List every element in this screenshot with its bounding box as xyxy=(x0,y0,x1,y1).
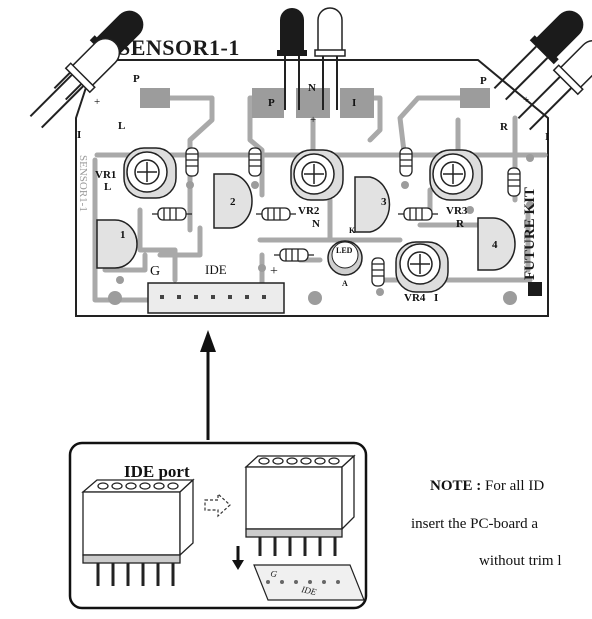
pad-plus-center xyxy=(296,88,330,118)
label-led-k: K xyxy=(349,226,356,235)
resistor-v xyxy=(371,257,385,287)
silk-labels: P L I + P N + I P R I + VR1 L VR2 N VR3 … xyxy=(77,73,549,304)
label-vr4: VR4 xyxy=(404,292,426,304)
label-vr1: VR1 xyxy=(95,169,116,181)
inset-strip-g: G xyxy=(270,568,279,579)
label-vr2-sub: N xyxy=(312,218,320,230)
label-vr1-sub: L xyxy=(104,181,111,193)
sensor-led-center-dark xyxy=(277,8,307,110)
note-line-2: insert the PC-board a xyxy=(411,516,539,532)
brand-logo: FUTURE KIT xyxy=(522,187,542,296)
brand-text: FUTURE KIT xyxy=(522,187,538,280)
resistor-h xyxy=(398,207,438,221)
label-i-center: I xyxy=(352,97,356,109)
inset-pcb-strip: G IDE xyxy=(253,564,365,601)
label-g: G xyxy=(150,264,160,279)
label-plus-left: + xyxy=(94,96,100,108)
note-line-3: without trim l xyxy=(479,553,562,569)
label-p-left: P xyxy=(133,73,140,85)
trimmer-vr2 xyxy=(290,149,344,201)
label-i-right: I xyxy=(545,131,549,143)
resistor-h xyxy=(274,248,314,262)
note-line-1-text: For all ID xyxy=(481,478,545,494)
inset-strip-ide: IDE xyxy=(300,584,318,597)
transistor-3 xyxy=(354,176,391,233)
transistors xyxy=(96,173,516,271)
onboard-led xyxy=(327,240,363,276)
label-i-left: I xyxy=(77,129,81,141)
label-p-center: P xyxy=(268,97,275,109)
board-title: SENSOR1-1 xyxy=(118,35,240,60)
resistor-v xyxy=(399,147,413,177)
label-ide: IDE xyxy=(205,262,227,277)
dotted-arrow-icon xyxy=(204,492,231,518)
label-vr2: VR2 xyxy=(298,205,320,217)
label-n-center: N xyxy=(308,82,316,94)
pad-hole xyxy=(503,291,517,305)
transistor-1 xyxy=(96,219,138,269)
pad-p-center xyxy=(252,88,284,118)
inset-connector-left xyxy=(81,478,195,586)
down-arrow-icon xyxy=(232,546,244,570)
trimmer-vr3 xyxy=(429,149,483,201)
sensor-led-right-dark xyxy=(493,10,584,101)
inset-connector-right xyxy=(244,454,356,556)
sensor-led-right-clear xyxy=(517,39,592,131)
resistor-v xyxy=(185,147,199,177)
label-led-a: A xyxy=(342,279,348,288)
arrow-to-ide xyxy=(200,330,216,440)
trimmer-vr4 xyxy=(395,241,449,293)
resistor-h xyxy=(152,207,192,221)
label-ic4: 4 xyxy=(492,239,498,251)
pcb-pads xyxy=(108,88,534,305)
label-led: LED xyxy=(336,246,353,255)
pad-i-center xyxy=(340,88,374,118)
label-vertical-silk: SENSOR1-1 xyxy=(77,155,89,212)
label-vr3: VR3 xyxy=(446,205,468,217)
pad-p-right xyxy=(460,88,490,108)
transistor-2 xyxy=(213,173,253,229)
label-vr4-sub: I xyxy=(434,292,438,304)
label-ic3: 3 xyxy=(381,196,387,208)
resistors xyxy=(152,147,521,287)
pad-hole xyxy=(116,276,124,284)
label-plus-ide: + xyxy=(270,264,278,279)
label-r-right: R xyxy=(500,121,509,133)
trimmer-vr1 xyxy=(123,147,177,199)
ide-header xyxy=(147,282,285,314)
label-plus-center: + xyxy=(310,114,316,126)
label-p-right: P xyxy=(480,75,487,87)
pad-hole xyxy=(308,291,322,305)
resistor-h xyxy=(256,207,296,221)
label-plus-right: + xyxy=(523,94,529,106)
label-ic1: 1 xyxy=(120,229,126,241)
pad-hole xyxy=(108,291,122,305)
pad-p-left xyxy=(140,88,170,108)
note-line-1: NOTE : For all ID xyxy=(430,478,544,495)
transistor-4 xyxy=(477,217,516,271)
label-ic2: 2 xyxy=(230,196,236,208)
note-bold: NOTE : xyxy=(430,478,482,494)
sensor-led-center-clear xyxy=(314,7,346,110)
resistor-v xyxy=(248,147,262,177)
label-l-left: L xyxy=(118,120,125,132)
label-vr3-sub: R xyxy=(456,218,465,230)
resistor-v xyxy=(507,167,521,197)
sensor-led-left-clear xyxy=(29,37,121,129)
inset-title: IDE port xyxy=(124,462,190,481)
